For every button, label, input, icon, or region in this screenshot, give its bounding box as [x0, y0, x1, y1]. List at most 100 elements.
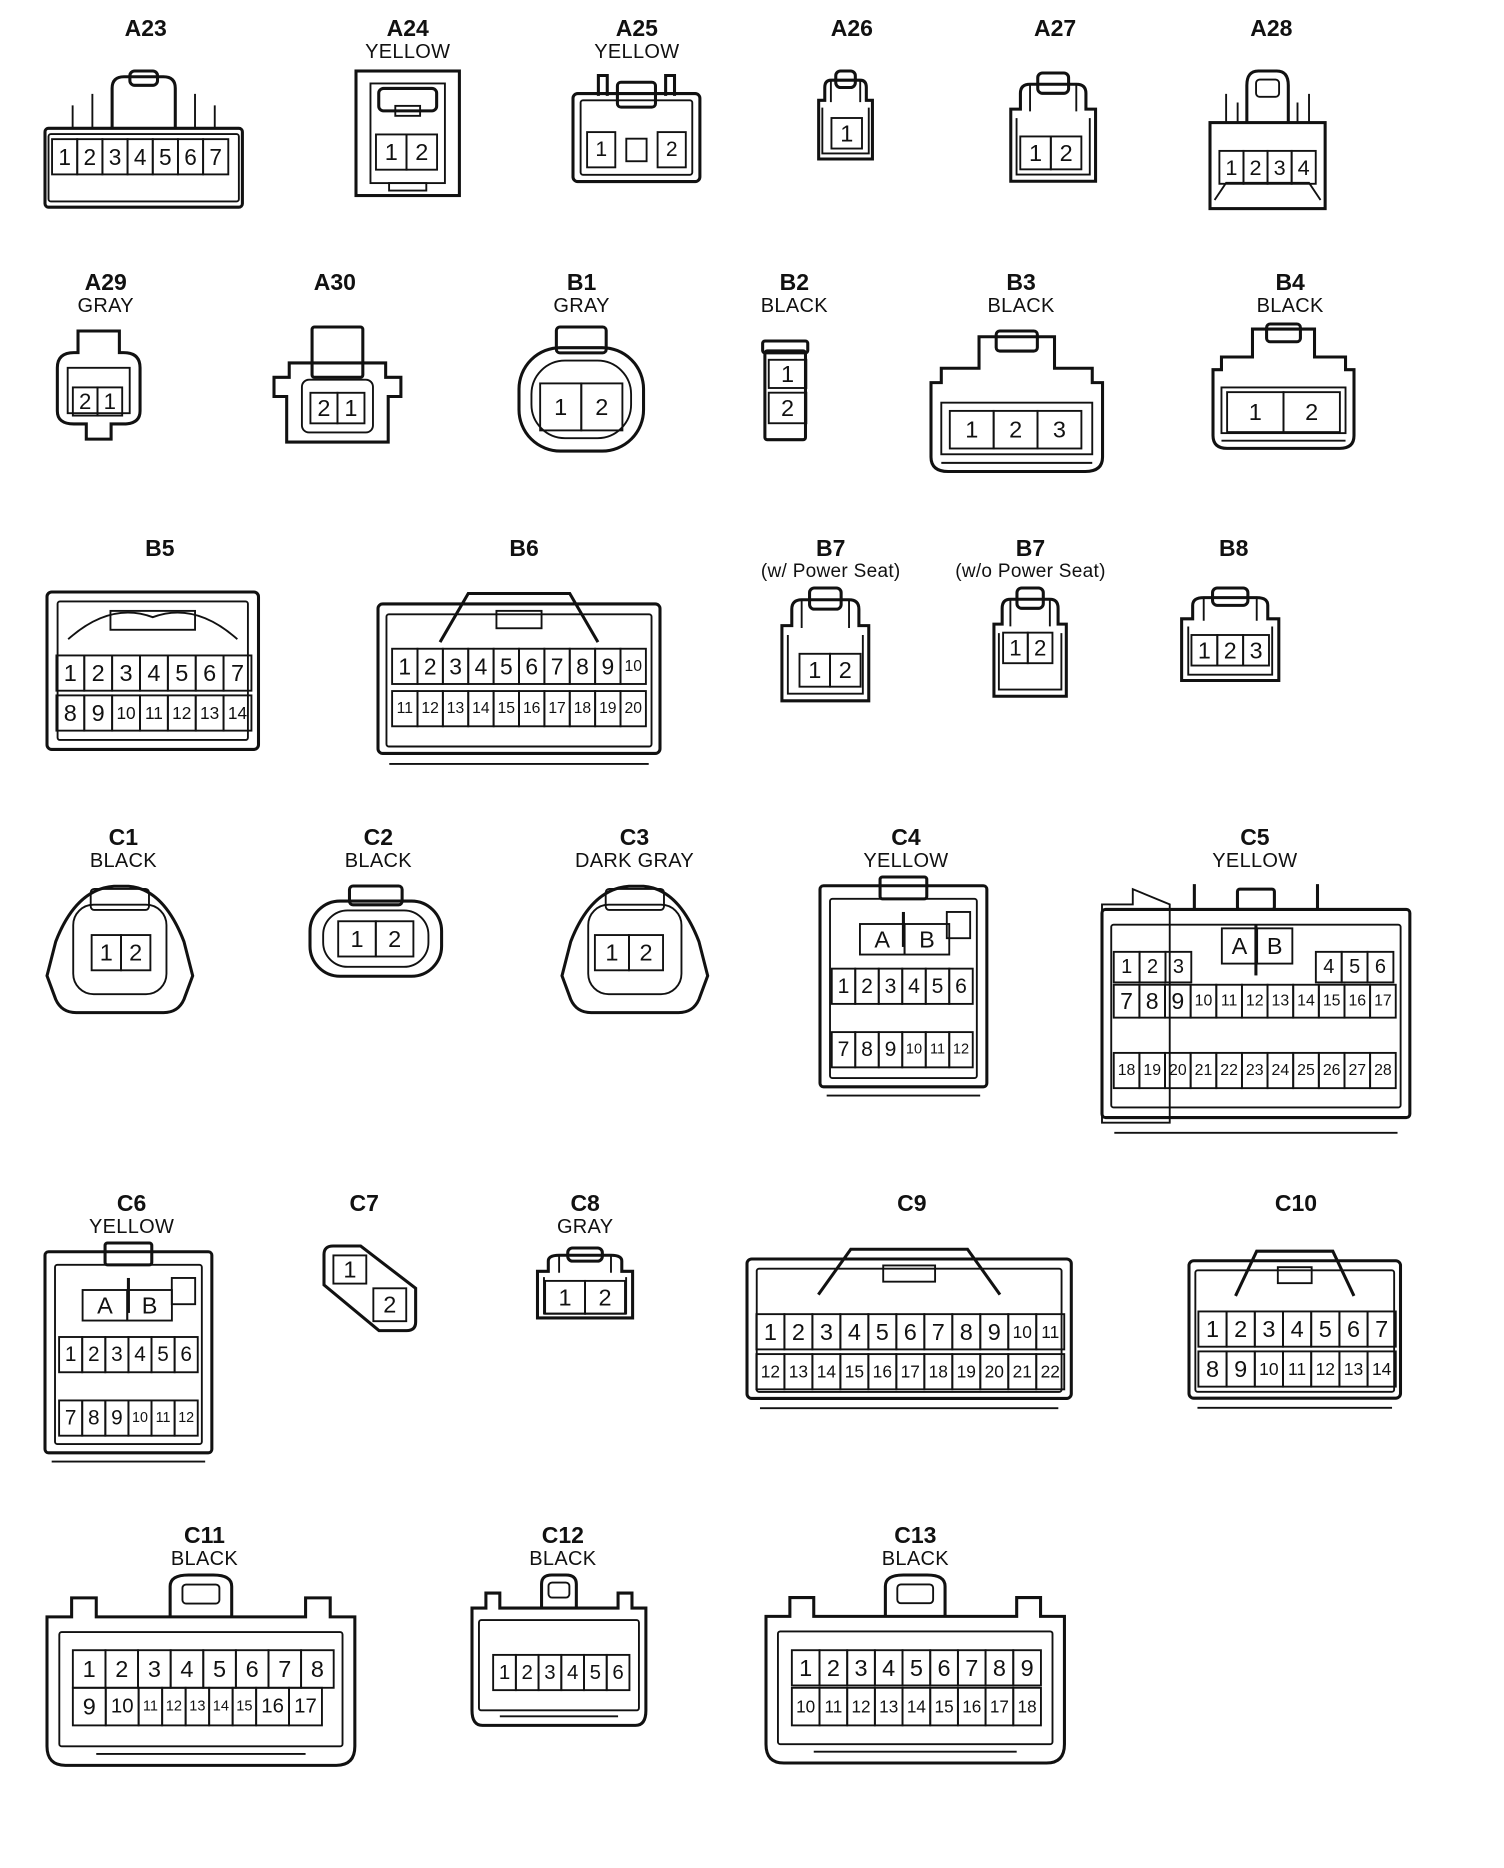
pin-number: 2 [79, 389, 91, 414]
pin-cavity: 7 [267, 1648, 303, 1689]
pin-number: 5 [213, 1655, 226, 1681]
pin-number: 14 [817, 1361, 837, 1381]
connector-id: A30 [313, 269, 356, 296]
connector-housing [1187, 1249, 1403, 1409]
connector-color: YELLOW [1212, 849, 1298, 872]
connector-label: A27 [925, 16, 1185, 70]
pin-number: 1 [808, 657, 821, 683]
connector-housing [779, 585, 870, 702]
pin-number: 1 [385, 139, 398, 165]
pin-number: 2 [827, 1654, 840, 1680]
pin-cavity: 1 [755, 1312, 786, 1350]
connector-shape: 1 [817, 68, 875, 161]
pin-cavity: 1 [544, 1279, 587, 1315]
connector-label: B6 [394, 536, 654, 590]
pin-cavity: 2 [1027, 631, 1054, 664]
pin-cavity: 11 [1282, 1350, 1313, 1388]
pin-number: 6 [955, 974, 967, 997]
pin-cavity: 17 [288, 1686, 323, 1726]
pin-cavity: 5 [901, 1648, 932, 1686]
pin-number: 3 [148, 1655, 161, 1681]
pin-cavity: A [81, 1289, 128, 1322]
pin-number: 13 [1272, 993, 1290, 1010]
pin-cavity: 3 [101, 137, 129, 175]
pin-cavity: 12 [173, 1399, 199, 1437]
pin-number: 3 [108, 143, 121, 169]
pin-cavity: 2 [1216, 633, 1245, 666]
pin-cavity: 16 [867, 1352, 898, 1390]
connector-housing [1211, 322, 1356, 451]
connector-housing [308, 884, 444, 978]
pin-cavity: 9 [104, 1399, 130, 1437]
pin-number: 1 [596, 138, 608, 161]
pin-cavity: 11 [818, 1686, 849, 1726]
pin-cavity: 2 [992, 410, 1039, 450]
pin-cavity: 2 [1282, 391, 1341, 434]
pin-number: 1 [555, 394, 568, 420]
connector-housing [470, 1572, 648, 1727]
pin-number: 17 [901, 1361, 920, 1381]
pin-cavity: 8 [55, 694, 86, 732]
pin-cavity: 1 [1112, 950, 1141, 984]
pin-cavity: 9 [71, 1686, 107, 1726]
pin-number: 16 [1349, 993, 1367, 1010]
pin-number: 11 [1042, 1321, 1060, 1341]
pin-number: 5 [500, 653, 513, 679]
connector-id: C10 [1274, 1190, 1318, 1217]
pin-number: 1 [1248, 399, 1261, 425]
pin-number: 2 [1250, 154, 1262, 179]
pin-number: 10 [1013, 1321, 1032, 1341]
pin-cavity: 4 [127, 1336, 153, 1374]
pin-cavity: 1 [1002, 631, 1030, 664]
pin-cavity: 24 [1266, 1051, 1295, 1089]
pin-number: 6 [613, 1661, 624, 1684]
connector-shape: 12 [322, 1243, 418, 1332]
connector-id: C3 [619, 823, 650, 850]
pin-cavity: 1 [71, 1648, 107, 1689]
pin-number: 2 [1224, 637, 1237, 663]
pin-number: 2 [861, 974, 873, 997]
pin-number: 6 [526, 653, 539, 679]
pin-cavity: 7 [201, 137, 229, 175]
pin-number: 18 [1018, 1696, 1037, 1716]
pin-number: 11 [1288, 1359, 1306, 1379]
pin-cavity: 6 [176, 137, 204, 175]
connector-color: BLACK [529, 1547, 597, 1570]
connector-housing [571, 73, 702, 183]
pin-number: 3 [1274, 154, 1286, 179]
pin-number: B [1267, 933, 1283, 959]
pin-cavity: 11 [391, 689, 419, 728]
pin-number: 3 [120, 660, 133, 686]
pin-number: 11 [145, 703, 163, 723]
pin-number: 5 [932, 974, 944, 997]
pin-number: 6 [184, 143, 197, 169]
pin-cavity: 10 [111, 694, 141, 732]
pin-number: 12 [172, 703, 191, 723]
pin-number: 1 [1029, 140, 1042, 166]
pin-number: 15 [935, 1696, 954, 1716]
pin-number: 1 [65, 1343, 77, 1366]
connector-id: C6 [116, 1190, 147, 1217]
pin-number: 18 [1118, 1062, 1136, 1079]
pin-cavity: 6 [895, 1312, 926, 1350]
pin-number: 13 [1344, 1359, 1363, 1379]
pin-number: 1 [764, 1318, 777, 1344]
pin-cavity: 2 [657, 130, 688, 168]
connector-color: YELLOW [594, 41, 680, 64]
pin-number: 17 [990, 1696, 1009, 1716]
pin-number: 1 [58, 143, 71, 169]
pin-cavity: 4 [1282, 1310, 1313, 1348]
pin-cavity: 3 [846, 1648, 876, 1686]
pin-number: 1 [841, 120, 854, 146]
pin-number: 1 [838, 974, 850, 997]
